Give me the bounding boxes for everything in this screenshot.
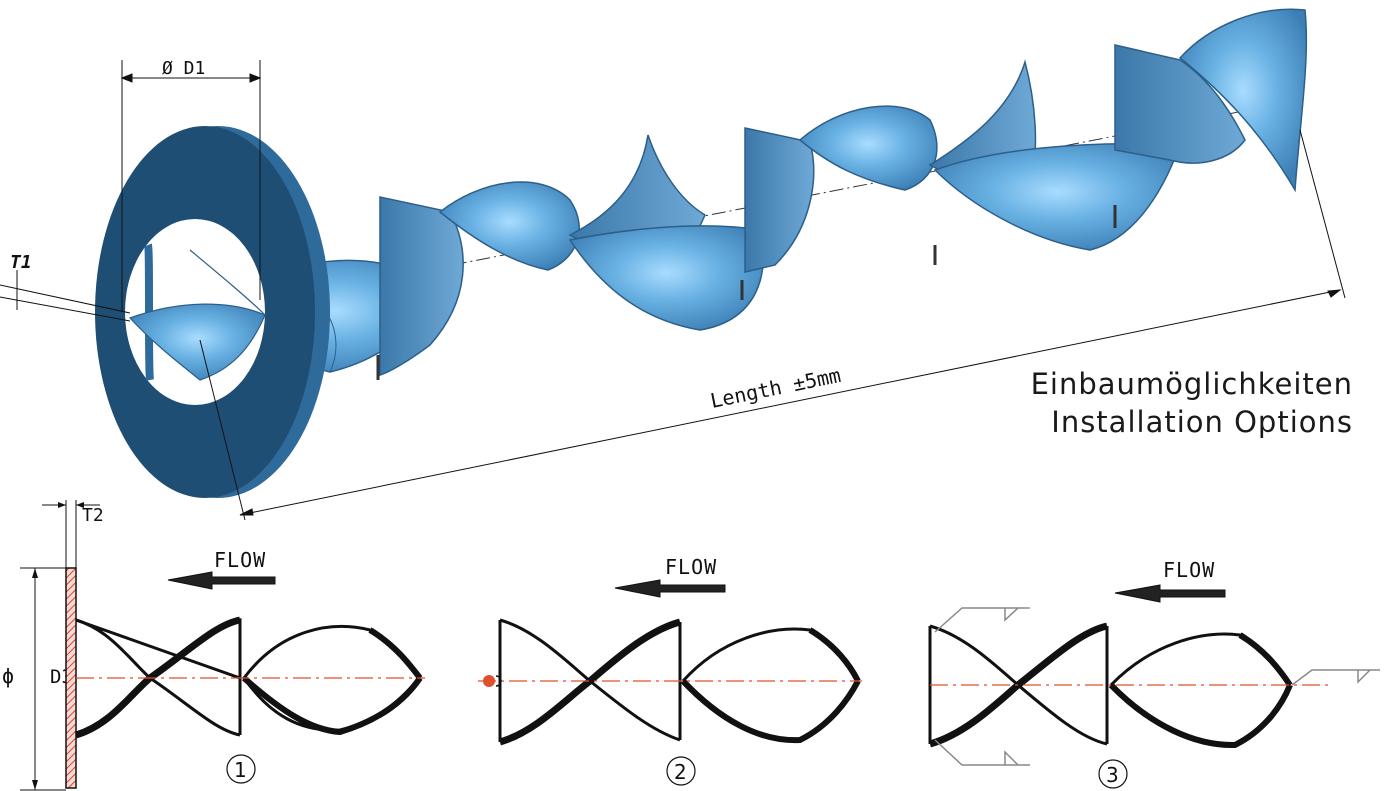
weld-symbol-top <box>934 607 1030 633</box>
mounting-ring <box>95 126 330 498</box>
blade-6-face <box>1178 8 1308 193</box>
option-3: FLOW 3 <box>928 558 1380 789</box>
blade-2 <box>379 196 464 377</box>
option-3-flow-label: FLOW <box>1163 558 1215 582</box>
option-1-number: 1 <box>234 758 247 782</box>
blade-6 <box>1114 44 1246 164</box>
weld-symbol-bottom <box>934 739 1030 766</box>
option-2-number: 2 <box>674 760 687 784</box>
title-english: Installation Options <box>1051 405 1353 439</box>
blade-5-face <box>933 142 1182 251</box>
mixer-blades <box>169 8 1308 380</box>
pin-icon <box>483 675 495 687</box>
option-1-flow-arrow <box>167 571 276 590</box>
blade-3-face <box>568 225 765 331</box>
option-2-flow-label: FLOW <box>665 555 717 579</box>
t2-label: T2 <box>82 505 104 526</box>
ring-hole-inner-edge <box>144 243 154 381</box>
phi-symbol: ϕ <box>2 664 14 688</box>
blade-4 <box>744 127 815 273</box>
d1-label: Ø D1 <box>162 58 205 79</box>
blade-in-hole <box>128 303 266 381</box>
blade-4-face <box>798 105 938 191</box>
t1-label: T1 <box>10 252 32 273</box>
option-2: FLOW 2 <box>478 555 862 786</box>
blade-in-hole-top <box>189 249 266 316</box>
dimensions <box>0 60 1346 521</box>
option-1-flow-label: FLOW <box>214 548 266 572</box>
title-german: Einbaumöglichkeiten <box>1030 367 1353 401</box>
option-2-flow-arrow <box>614 579 726 598</box>
option-3-flow-arrow <box>1114 584 1226 603</box>
weld-symbol-right <box>1291 669 1380 686</box>
flange-section <box>65 567 77 789</box>
option-1: T2 ϕ D3 FLOW 1 <box>2 500 425 791</box>
option-3-number: 3 <box>1106 763 1119 787</box>
